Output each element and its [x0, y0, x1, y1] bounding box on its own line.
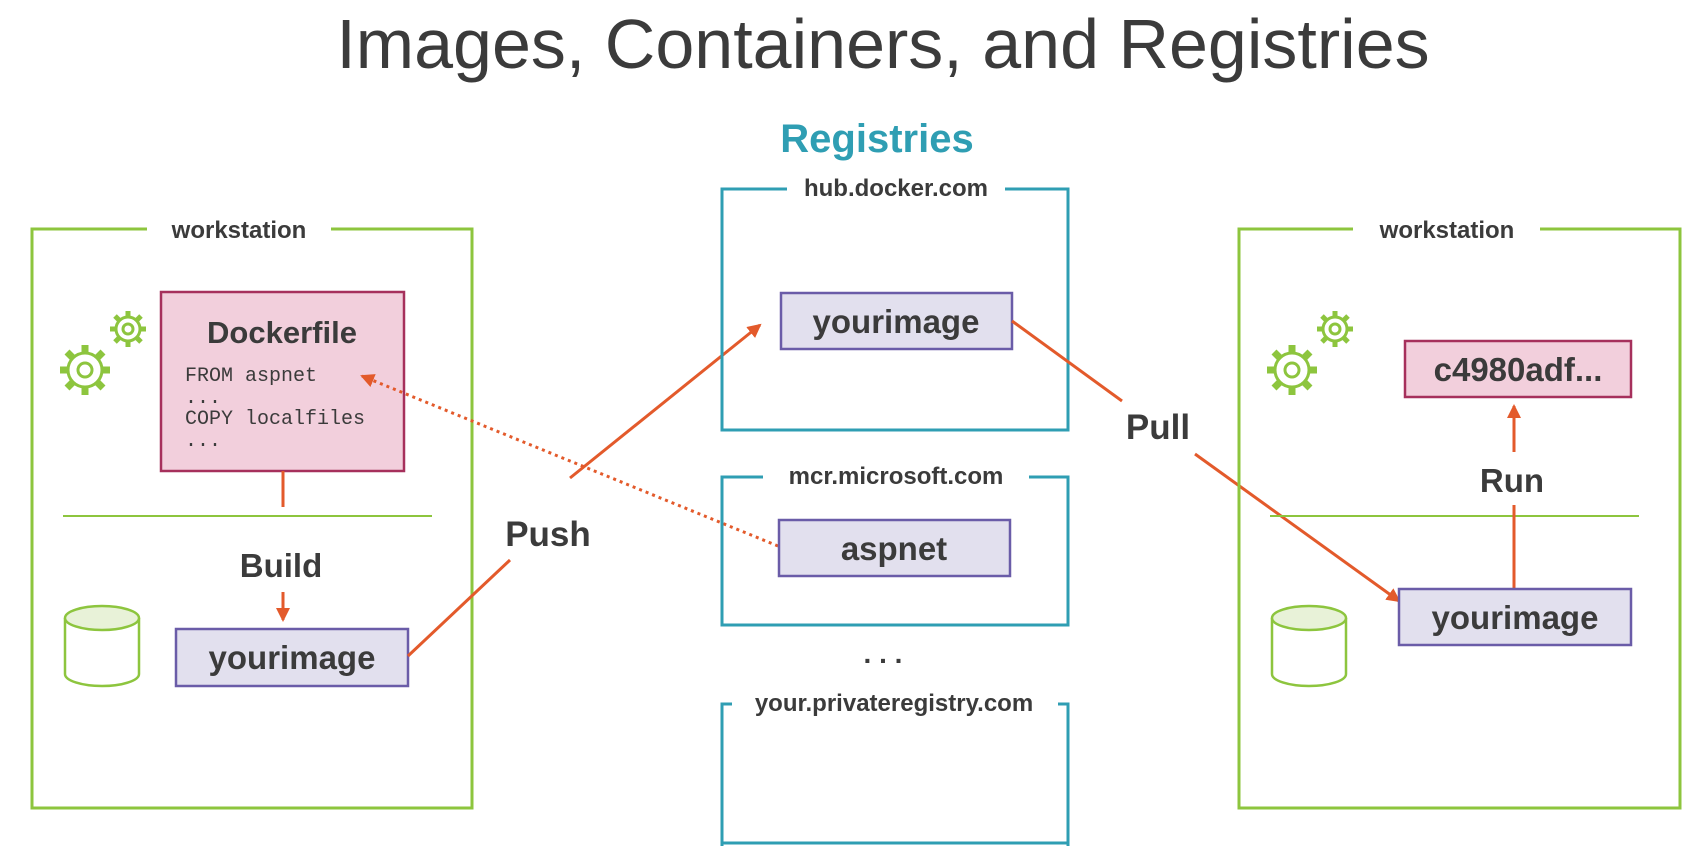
registry-label: your.privateregistry.com: [755, 690, 1033, 717]
run-label: Run: [1480, 462, 1544, 499]
registry-box: [720, 702, 1070, 846]
right-workstation: workstation c4980adf... Run yourimage: [1237, 217, 1682, 810]
dockerfile-line: FROM aspnet: [185, 365, 317, 388]
left-workstation: workstation Dockerfile FROM aspnet ... C…: [30, 217, 474, 810]
registry-image-label: aspnet: [841, 530, 947, 567]
left-workstation-border: [30, 227, 474, 810]
more-registries-ellipsis: . . .: [864, 638, 903, 669]
registries-heading: Registries: [780, 117, 973, 161]
pulled-image-box: [1397, 587, 1633, 647]
registry-label: hub.docker.com: [804, 175, 988, 202]
push-arrow-upper: [569, 323, 762, 480]
container-label: c4980adf...: [1434, 351, 1603, 388]
dockerfile-line: ...: [185, 387, 221, 410]
registry-box: [720, 475, 1070, 627]
pull-label: Pull: [1126, 408, 1190, 447]
build-label: Build: [240, 547, 322, 584]
left-workstation-label: workstation: [171, 217, 307, 244]
pulled-image-label: yourimage: [1432, 599, 1599, 636]
right-workstation-border: [1237, 227, 1682, 810]
container-box: [1403, 339, 1633, 399]
local-image-box: [174, 627, 410, 688]
registry-image-label: yourimage: [813, 303, 980, 340]
database-icon: [1270, 604, 1348, 688]
page-title: Images, Containers, and Registries: [336, 5, 1429, 83]
right-workstation-label: workstation: [1379, 217, 1515, 244]
gears-icon: [1267, 311, 1353, 395]
pull-arrow-lower: [1194, 452, 1401, 603]
dockerfile-line: COPY localfiles: [185, 408, 365, 431]
push-label: Push: [505, 515, 591, 554]
push-arrow-lower: [406, 558, 512, 658]
pull-arrow: Pull: [1011, 319, 1401, 603]
registry-label: mcr.microsoft.com: [789, 463, 1004, 490]
registry-mcr: mcr.microsoft.com aspnet: [720, 463, 1070, 627]
base-image-reference-arrow: [360, 374, 779, 548]
dockerfile-line: ...: [185, 430, 221, 453]
local-image-label: yourimage: [209, 639, 376, 676]
gears-icon: [60, 311, 146, 395]
push-arrow: Push: [406, 323, 762, 658]
registry-docker-hub: hub.docker.com yourimage: [720, 175, 1070, 432]
registry-private: your.privateregistry.com: [720, 690, 1070, 846]
registry-image-box: [777, 518, 1012, 578]
database-icon: [63, 604, 141, 688]
dockerfile-title: Dockerfile: [207, 315, 357, 350]
registry-box: [720, 187, 1070, 432]
pull-arrow-upper: [1011, 319, 1123, 403]
